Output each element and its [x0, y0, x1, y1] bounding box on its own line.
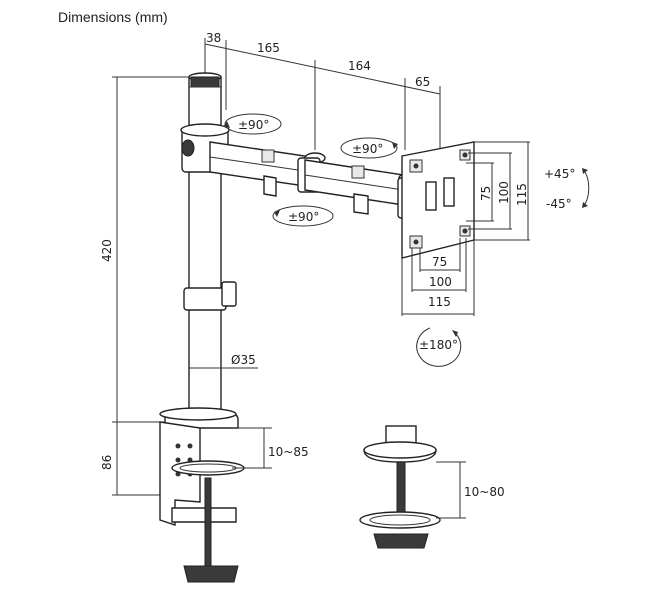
dim-arm1-length: 165: [257, 41, 280, 55]
rotation-pole-swivel: ±90°: [238, 118, 269, 132]
dim-head-offset: 65: [415, 75, 430, 89]
left-dimension-line: [112, 76, 195, 496]
rotation-tilt-up: +45°: [544, 167, 575, 181]
desk-clamp: [159, 407, 245, 583]
elbow-swivel-indicator: [340, 137, 398, 159]
dim-desk-clamp-range: 10~85: [268, 445, 309, 459]
dim-vesa-v-100: 100: [497, 181, 511, 204]
rotation-elbow-swivel: ±90°: [352, 142, 383, 156]
diagram-title: Dimensions (mm): [58, 9, 168, 25]
dim-vesa-h-75: 75: [432, 255, 447, 269]
dim-grommet-range: 10~80: [464, 485, 505, 499]
dim-pole-diameter: Ø35: [231, 353, 256, 367]
dim-pole-offset: 38: [206, 31, 221, 45]
dim-vesa-v-115: 115: [515, 183, 529, 206]
arm-swivel-indicator: [272, 205, 334, 227]
tilt-indicator: [582, 168, 590, 208]
dim-vesa-h-100: 100: [429, 275, 452, 289]
vesa-plate: [401, 141, 475, 259]
rotation-arm-swivel: ±90°: [288, 210, 319, 224]
dim-arm2-length: 164: [348, 59, 371, 73]
top-dimension-line: [204, 38, 441, 150]
rotate-indicator: [416, 327, 462, 367]
rotation-tilt-down: -45°: [546, 197, 572, 211]
grommet-mount: [359, 425, 441, 549]
vesa-horizontal-dims: [401, 238, 475, 316]
rotation-rotate: ±180°: [419, 338, 458, 352]
dim-pole-height: 420: [100, 239, 114, 262]
vesa-vertical-dims: [466, 141, 530, 241]
pole-swivel-indicator: [224, 113, 282, 135]
arm-assembly: [180, 123, 414, 219]
dim-clamp-height: 86: [100, 455, 114, 470]
grommet-range-dim: [436, 461, 466, 519]
desk-clamp-range-dim: [232, 427, 272, 469]
dim-vesa-v-75: 75: [479, 186, 493, 201]
dim-vesa-h-115: 115: [428, 295, 451, 309]
